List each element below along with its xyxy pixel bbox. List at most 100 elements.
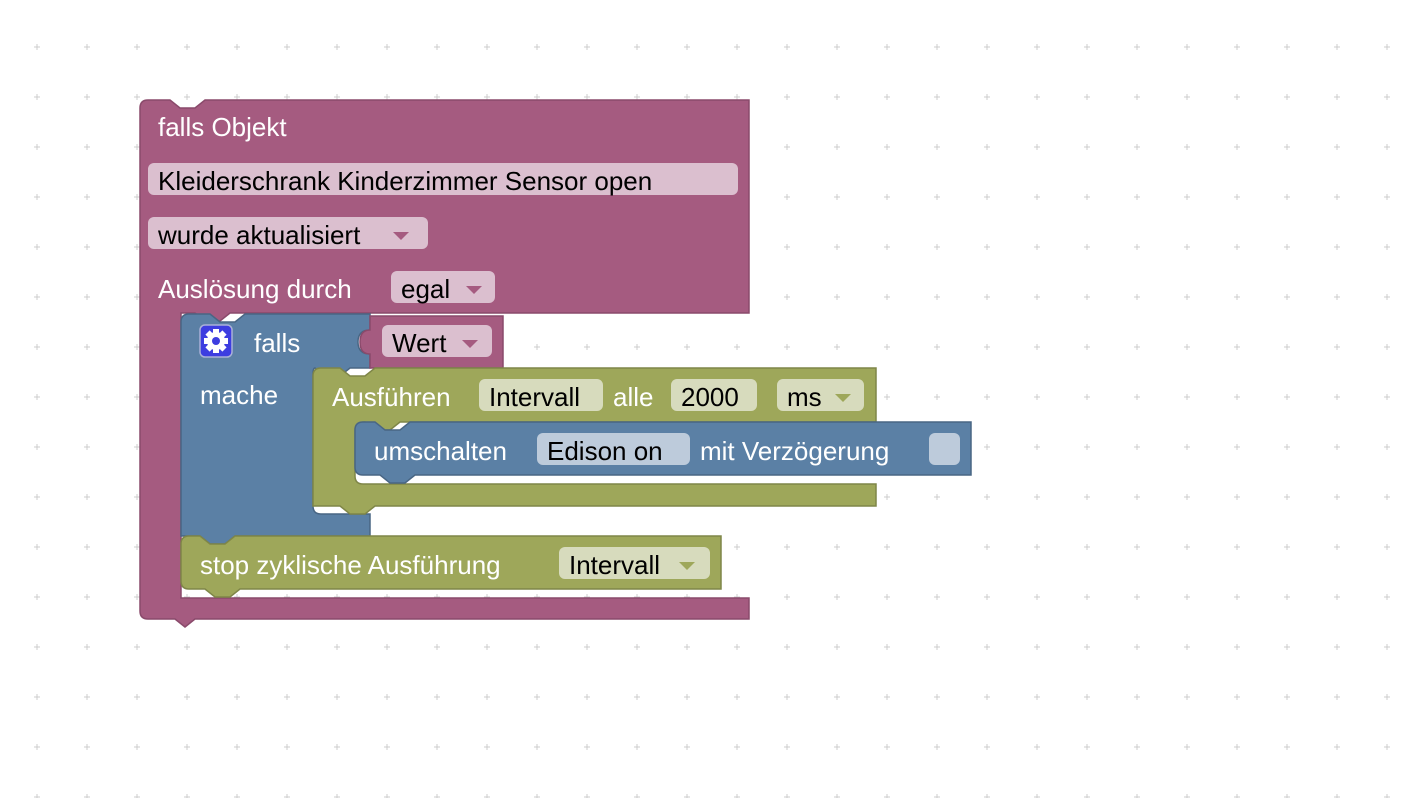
grid-cross [934, 294, 940, 300]
grid-cross [834, 194, 840, 200]
interval-label: Ausführen [332, 382, 451, 412]
stop-name-dropdown-bg[interactable] [559, 547, 710, 579]
stop-name-dropdown[interactable]: Intervall [569, 550, 660, 580]
grid-cross [1234, 94, 1240, 100]
grid-cross [1034, 244, 1040, 250]
grid-cross [784, 144, 790, 150]
grid-cross [1184, 794, 1190, 798]
value-dropdown[interactable]: Wert [392, 328, 447, 358]
grid-cross [934, 344, 940, 350]
grid-cross [1134, 244, 1140, 250]
interval-unit-chevron-down-icon[interactable] [835, 394, 851, 402]
grid-cross [934, 544, 940, 550]
grid-cross [634, 94, 640, 100]
grid-cross [984, 194, 990, 200]
grid-cross [1184, 144, 1190, 150]
stop-chevron-down-icon[interactable] [679, 562, 695, 570]
trigger-block[interactable]: falls Objekt Kleiderschrank Kinderzimmer… [139, 99, 750, 628]
grid-cross [1284, 694, 1290, 700]
value-dropdown-bg[interactable] [382, 325, 492, 357]
grid-cross [1384, 494, 1390, 500]
interval-value-field-bg[interactable] [671, 379, 757, 411]
toggle-block[interactable]: umschalten Edison on mit Verzögerung [354, 421, 972, 484]
condition-dropdown-bg[interactable] [148, 217, 428, 249]
grid-cross [84, 294, 90, 300]
interval-name-field-bg[interactable] [479, 379, 603, 411]
grid-cross [484, 694, 490, 700]
grid-cross [1234, 44, 1240, 50]
condition-dropdown[interactable]: wurde aktualisiert [157, 220, 361, 250]
interval-value-field[interactable]: 2000 [681, 382, 739, 412]
grid-cross [634, 794, 640, 798]
grid-cross [334, 744, 340, 750]
grid-cross [1184, 94, 1190, 100]
grid-cross [34, 544, 40, 550]
grid-cross [234, 694, 240, 700]
grid-cross [1384, 444, 1390, 450]
grid-cross [84, 144, 90, 150]
grid-cross [1134, 44, 1140, 50]
value-block[interactable]: Wert [359, 315, 504, 369]
interval-block[interactable]: Ausführen Intervall alle 2000 ms [312, 367, 877, 515]
trigger-by-dropdown[interactable]: egal [401, 274, 450, 304]
grid-cross [684, 644, 690, 650]
trigger-title: falls Objekt [158, 112, 287, 142]
grid-cross [734, 94, 740, 100]
grid-cross [884, 94, 890, 100]
condition-chevron-down-icon[interactable] [393, 232, 409, 240]
grid-cross [1134, 144, 1140, 150]
grid-cross [684, 344, 690, 350]
grid-cross [1284, 344, 1290, 350]
grid-cross [984, 744, 990, 750]
toggle-delay-checkbox[interactable] [929, 433, 960, 465]
toggle-target-field[interactable]: Edison on [547, 436, 663, 466]
grid-cross [1034, 344, 1040, 350]
grid-cross [934, 394, 940, 400]
grid-cross [1284, 444, 1290, 450]
interval-name-field[interactable]: Intervall [489, 382, 580, 412]
grid-cross [684, 744, 690, 750]
interval-unit-dropdown-bg[interactable] [777, 379, 864, 411]
grid-cross [534, 644, 540, 650]
grid-cross [84, 544, 90, 550]
grid-cross [1184, 494, 1190, 500]
trigger-by-chevron-down-icon[interactable] [466, 286, 482, 294]
grid-cross [1334, 44, 1340, 50]
grid-cross [534, 344, 540, 350]
grid-cross [134, 544, 140, 550]
grid-cross [34, 744, 40, 750]
grid-cross [1284, 244, 1290, 250]
grid-cross [84, 244, 90, 250]
grid-cross [34, 94, 40, 100]
grid-cross [884, 644, 890, 650]
grid-cross [134, 144, 140, 150]
value-chevron-down-icon[interactable] [462, 340, 478, 348]
grid-cross [334, 794, 340, 798]
interval-unit-dropdown[interactable]: ms [787, 382, 822, 412]
stop-interval-block[interactable]: stop zyklische Ausführung Intervall [180, 535, 722, 598]
grid-cross [334, 644, 340, 650]
trigger-by-dropdown-bg[interactable] [391, 271, 495, 303]
grid-cross [834, 694, 840, 700]
grid-cross [534, 44, 540, 50]
grid-cross [134, 94, 140, 100]
grid-cross [184, 44, 190, 50]
grid-cross [784, 244, 790, 250]
grid-cross [1384, 44, 1390, 50]
object-id-field[interactable]: Kleiderschrank Kinderzimmer Sensor open [158, 166, 652, 196]
grid-cross [84, 644, 90, 650]
grid-cross [584, 794, 590, 798]
object-id-field-bg[interactable] [148, 163, 738, 195]
grid-cross [734, 644, 740, 650]
grid-cross [384, 44, 390, 50]
grid-cross [1034, 544, 1040, 550]
grid-cross [1034, 494, 1040, 500]
grid-cross [784, 744, 790, 750]
grid-cross [834, 94, 840, 100]
grid-cross [1034, 744, 1040, 750]
grid-cross [584, 644, 590, 650]
grid-cross [334, 94, 340, 100]
toggle-target-field-bg[interactable] [537, 433, 690, 465]
